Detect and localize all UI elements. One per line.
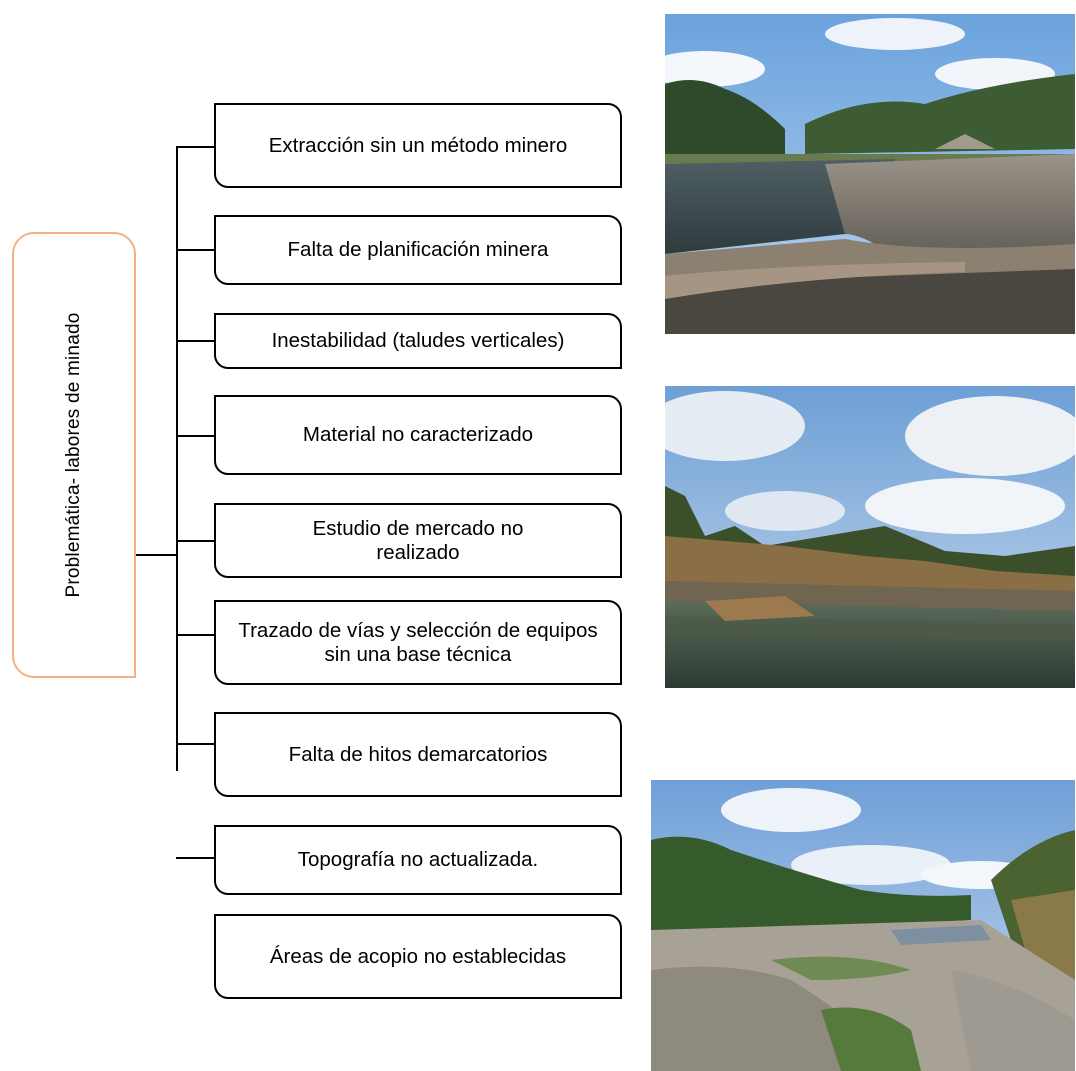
branch-7 [176, 743, 216, 745]
item-box: Extracción sin un método minero [214, 103, 622, 188]
item-box: Topografía no actualizada. [214, 825, 622, 895]
branch-5 [176, 540, 216, 542]
item-label: Trazado de vías y selección de equipos s… [238, 618, 598, 666]
river-gravel-bed-photo [665, 14, 1075, 334]
root-label: Problemática- labores de minado [63, 312, 84, 598]
item-label: Falta de planificación minera [287, 238, 549, 261]
item-label: Extracción sin un método minero [268, 133, 568, 157]
item-box: Falta de hitos demarcatorios [214, 712, 622, 797]
riverbank-vegetation-photo [665, 386, 1075, 688]
item-box: Estudio de mercado no realizado [214, 503, 622, 578]
river-gravel-bed-image [665, 14, 1075, 334]
branch-3 [176, 340, 216, 342]
item-box: Áreas de acopio no establecidas [214, 914, 622, 999]
dry-riverbed-image [651, 780, 1075, 1071]
branch-1 [176, 146, 216, 148]
item-label: Estudio de mercado no realizado [312, 516, 524, 564]
item-box: Inestabilidad (taludes verticales) [214, 313, 622, 369]
root-connector [136, 554, 178, 556]
item-box: Material no caracterizado [214, 395, 622, 475]
dry-riverbed-photo [651, 780, 1075, 1071]
item-box: Falta de planificación minera [214, 215, 622, 285]
root-node: Problemática- labores de minado [12, 232, 136, 678]
trunk-line [176, 146, 178, 771]
item-label: Áreas de acopio no establecidas [269, 944, 567, 968]
item-label: Material no caracterizado [302, 423, 534, 446]
item-label: Falta de hitos demarcatorios [288, 742, 548, 766]
branch-2 [176, 249, 216, 251]
item-label: Inestabilidad (taludes verticales) [271, 329, 565, 352]
branch-4 [176, 435, 216, 437]
branch-8 [176, 857, 216, 859]
branch-6 [176, 634, 216, 636]
item-label: Topografía no actualizada. [297, 848, 539, 871]
riverbank-vegetation-image [665, 386, 1075, 688]
item-box: Trazado de vías y selección de equipos s… [214, 600, 622, 685]
